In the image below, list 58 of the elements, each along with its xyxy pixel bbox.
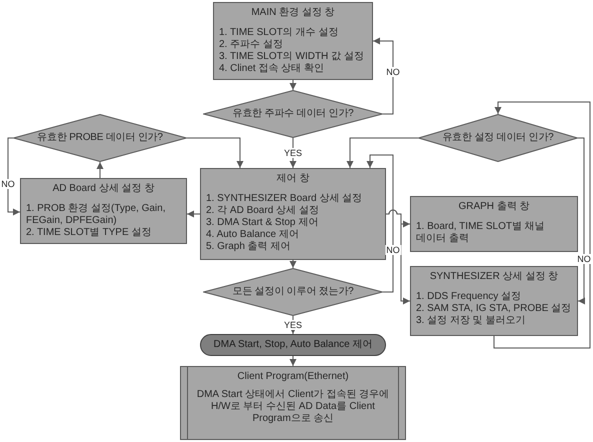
step-item: 4. Clinet 접속 상태 확인 bbox=[219, 63, 324, 75]
window-title: AD Board 상세 설정 창 bbox=[52, 183, 154, 195]
arrow bbox=[346, 138, 418, 168]
step-item: 3. DMA Start & Stop 제어 bbox=[206, 217, 318, 229]
window-title: Client Program(Ethernet) bbox=[237, 371, 349, 383]
edge-label: NO bbox=[0, 179, 16, 189]
predefined-process-box bbox=[180, 366, 406, 440]
arrow bbox=[372, 38, 394, 114]
step-item: 3. 설정 저장 및 불러오기 bbox=[416, 315, 526, 327]
decision-question: 모든 설정이 이루어 졌는가? bbox=[232, 286, 354, 298]
arrow bbox=[290, 80, 296, 90]
arrow bbox=[186, 138, 244, 168]
step-item: 3. TIME SLOT의 WIDTH 값 설정 bbox=[219, 51, 364, 63]
decision-question: 유효한 PROBE 데이터 인가? bbox=[37, 132, 163, 144]
step-item: 1. DDS Frequency 설정 bbox=[416, 291, 522, 303]
arrow bbox=[386, 210, 410, 304]
decision-diamond bbox=[203, 268, 383, 316]
window-box bbox=[20, 178, 187, 244]
arrow bbox=[366, 154, 394, 292]
window-title: SYNTHESIZER 상세 설정 창 bbox=[430, 271, 558, 283]
step-item: 1. PROB 환경 설정(Type, Gain, FEGain, DPFEGain) bbox=[26, 203, 166, 227]
edge-label: YES bbox=[283, 148, 303, 158]
description-text: DMA Start 상태에서 Client가 접속된 경우에 H/W로 부터 수신된 AD Data를 Client Program으로 송신 bbox=[196, 389, 390, 425]
window-title: MAIN 환경 설정 창 bbox=[251, 7, 335, 19]
decision-diamond bbox=[418, 114, 578, 162]
step-item: 2. 주파수 설정 bbox=[219, 39, 283, 51]
step-item: 2. TIME SLOT별 TYPE 설정 bbox=[26, 227, 152, 239]
step-item: 2. SAM STA, IG STA, PROBE 설정 bbox=[416, 303, 572, 315]
edge-label: NO bbox=[385, 245, 401, 255]
window-box bbox=[410, 196, 578, 252]
arrow bbox=[290, 260, 296, 268]
action-pill bbox=[200, 334, 386, 356]
arrow bbox=[186, 210, 200, 218]
window-title: 제어 창 bbox=[276, 173, 310, 185]
step-item: 1. Board, TIME SLOT별 채널 데이터 출력 bbox=[416, 221, 546, 245]
decision-question: 유효한 설정 데이터 인가? bbox=[442, 132, 554, 144]
arrow bbox=[8, 138, 20, 216]
step-item: 5. Graph 출력 제어 bbox=[206, 241, 290, 253]
edge-label: YES bbox=[283, 320, 303, 330]
arrow bbox=[96, 162, 104, 178]
action-text: DMA Start, Stop, Auto Balance 제어 bbox=[214, 339, 372, 351]
step-item: 1. TIME SLOT의 개수 설정 bbox=[219, 27, 338, 39]
arrow bbox=[578, 138, 585, 304]
step-item: 1. SYNTHESIZER Board 상세 설정 bbox=[206, 193, 362, 205]
step-item: 4. Auto Balance 제어 bbox=[206, 229, 299, 241]
window-box bbox=[200, 168, 386, 260]
edge-label: NO bbox=[576, 254, 592, 264]
decision-diamond bbox=[203, 90, 383, 138]
decision-diamond bbox=[13, 114, 187, 162]
arrow bbox=[494, 102, 590, 348]
arrow bbox=[290, 138, 296, 168]
window-box bbox=[410, 266, 578, 336]
window-box bbox=[213, 2, 373, 80]
decision-question: 유효한 주파수 데이터 인가? bbox=[232, 108, 354, 120]
step-item: 2. 각 AD Board 상세 설정 bbox=[206, 205, 319, 217]
arrow bbox=[290, 356, 296, 366]
edge-label: NO bbox=[385, 67, 401, 77]
window-title: GRAPH 출력 창 bbox=[458, 201, 530, 213]
